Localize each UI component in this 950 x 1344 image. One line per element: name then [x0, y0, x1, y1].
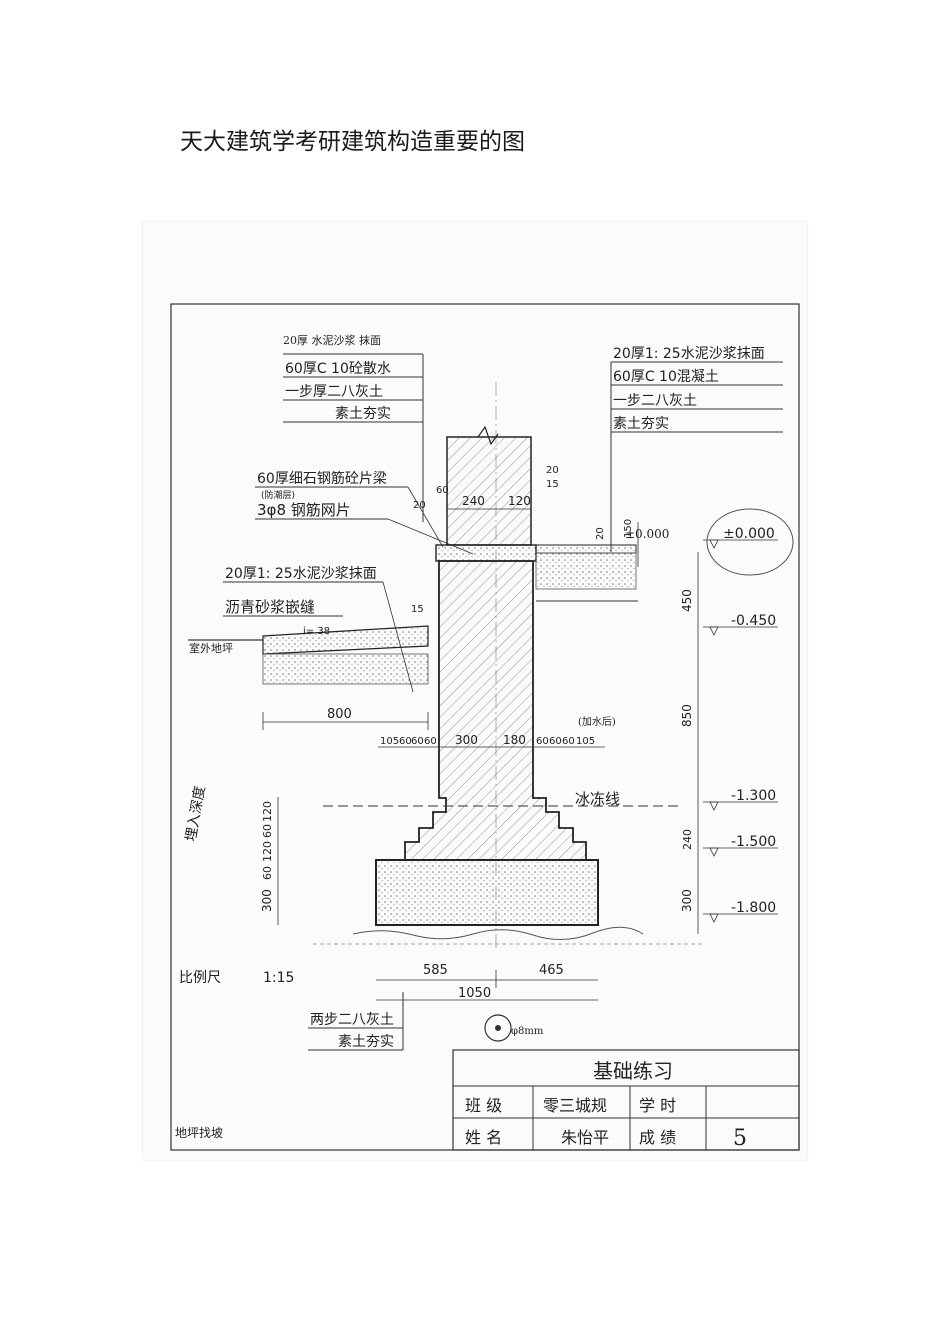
hand-note-1: 20厚 水泥沙浆 抹面 [283, 333, 381, 347]
frost-label: 冰冻线 [575, 790, 620, 808]
dim-step-2: 60 [399, 736, 412, 747]
dim-step-7: 60 [536, 736, 549, 747]
dim-20a: 20 [413, 500, 426, 511]
dim-right-2: 850 [680, 704, 694, 727]
tb-value-name: 朱怡平 [561, 1128, 609, 1147]
tb-label-name: 姓 名 [465, 1128, 502, 1147]
dim-step-8: 60 [549, 736, 562, 747]
tb-label-class: 班 级 [465, 1096, 502, 1115]
tb-value-class: 零三城规 [543, 1096, 607, 1115]
hand-note-3: (加水后) [578, 716, 616, 728]
hand-note-4: ±0.000 [625, 527, 669, 541]
dim-wall-right: 120 [508, 494, 531, 508]
rebar-circle [484, 1014, 512, 1042]
elev-1: -0.450 [731, 613, 776, 629]
dim-right-3: 240 [681, 829, 694, 850]
outdoor-label: 室外地坪 [189, 641, 233, 655]
dim-step-3: 60 [411, 736, 424, 747]
dim-bottom-total: 1050 [458, 986, 491, 1001]
beam-subnote: (防潮层) [261, 489, 295, 501]
apron [262, 625, 429, 655]
left-note-3: 素土夯实 [335, 406, 391, 422]
circle-note: φ8mm [511, 1026, 544, 1037]
right-note-2: 60厚C 10混凝土 [613, 369, 719, 385]
apron-base [262, 653, 429, 685]
dim-left-3: 120 [261, 841, 274, 862]
elev-0: ±0.000 [723, 526, 775, 542]
dim-15a: 15 [546, 479, 559, 490]
hand-circle [706, 508, 794, 576]
corner-note: 地坪找坡 [175, 1126, 223, 1140]
indoor-subgrade [535, 552, 637, 590]
break-mark [477, 425, 499, 446]
beam-note: 60厚细石钢筋砼片梁 [257, 470, 387, 487]
elev-3: -1.500 [731, 834, 776, 850]
dim-step-9: 60 [562, 736, 575, 747]
tb-label-grade: 成 绩 [639, 1128, 676, 1147]
left-note-1: 60厚C 10砼散水 [285, 361, 391, 377]
dim-right-4: 300 [680, 889, 694, 912]
dim-step-6: 180 [503, 733, 526, 747]
right-note-3: 一步二八灰土 [613, 393, 697, 409]
dim-bottom-right: 465 [539, 963, 564, 978]
hand-note-2: 埋入深度 [183, 785, 208, 843]
slope-label: i= 38 [303, 626, 330, 637]
dim-step-5: 300 [455, 733, 478, 747]
foundation-drawing: 室外地坪 i= 38 冰冻线 60厚C 10砼散水 一步厚二八灰土 素土夯实 2… [170, 303, 800, 1151]
scale-label: 比例尺 [179, 970, 221, 986]
concrete-base [375, 859, 599, 926]
tb-label-hours: 学 时 [639, 1096, 676, 1115]
dim-step-4: 60 [424, 736, 437, 747]
dim-left-5: 300 [260, 889, 274, 912]
joint-note: 沥青砂浆嵌缝 [225, 598, 315, 616]
title-block: 基础练习 班 级 零三城规 学 时 姓 名 朱怡平 成 绩 5 [452, 1049, 800, 1151]
indoor-floor [535, 544, 637, 554]
dim-apron: 800 [327, 707, 352, 722]
dim-15b: 15 [411, 604, 424, 615]
dim-wall-left: 240 [462, 494, 485, 508]
dim-20c: 20 [595, 527, 606, 540]
right-note-1: 20厚1: 25水泥沙浆抹面 [613, 346, 765, 362]
dim-left-2: 60 [261, 824, 274, 838]
dim-150: 150 [623, 519, 634, 538]
upper-wall [446, 436, 532, 546]
soil-line [352, 926, 644, 940]
dim-left-1: 120 [261, 801, 274, 822]
bottom-note-2: 素土夯实 [338, 1034, 394, 1050]
left-note-2: 一步厚二八灰土 [285, 384, 383, 400]
dim-step-10: 105 [576, 736, 595, 747]
drawing-sheet: 室外地坪 i= 38 冰冻线 60厚C 10砼散水 一步厚二八灰土 素土夯实 2… [143, 222, 807, 1160]
rebar-note: 3φ8 钢筋网片 [257, 501, 351, 519]
damp-proof-beam [435, 544, 537, 562]
bottom-note-1: 两步二八灰土 [310, 1012, 394, 1028]
brick-footing [404, 560, 587, 861]
scale-value: 1:15 [263, 970, 294, 986]
title-block-name: 基础练习 [593, 1059, 673, 1083]
dim-left-4: 60 [261, 866, 274, 880]
elev-4: -1.800 [731, 900, 776, 916]
dim-20b: 20 [546, 465, 559, 476]
tb-value-grade: 5 [733, 1126, 747, 1151]
dim-60: 60 [436, 485, 449, 496]
dim-right-1: 450 [680, 589, 694, 612]
elev-2: -1.300 [731, 788, 776, 804]
plaster-note: 20厚1: 25水泥沙浆抹面 [225, 566, 377, 582]
right-note-4: 素土夯实 [613, 416, 669, 432]
dim-step-1: 105 [380, 736, 399, 747]
dim-bottom-left: 585 [423, 963, 448, 978]
page-title: 天大建筑学考研建筑构造重要的图 [180, 129, 525, 155]
